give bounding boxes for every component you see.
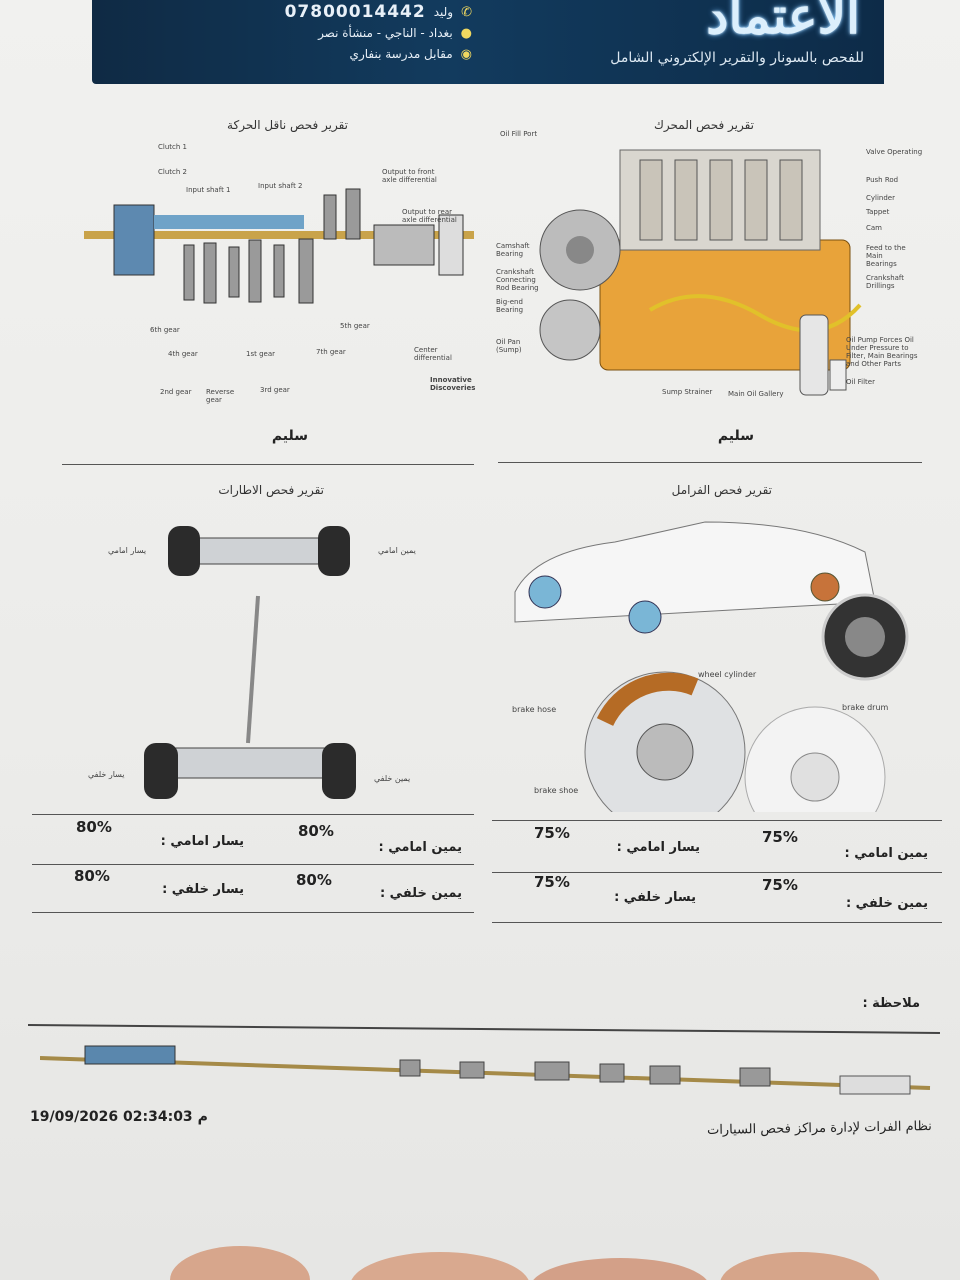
brand-tagline: للفحص بالسونار والتقرير الإلكتروني الشام… xyxy=(610,50,864,66)
engine-label-oil-filter: Oil Filter xyxy=(846,378,875,386)
brake-rear-left-value: 75% xyxy=(534,873,570,891)
engine-status: سليم xyxy=(717,428,754,444)
timestamp-suffix: م xyxy=(197,1109,208,1125)
engine-label-crank-rod: Crankshaft Connecting Rod Bearing xyxy=(496,268,539,292)
landmark-icon: ◉ xyxy=(460,47,472,62)
brake-label-hose: brake hose xyxy=(512,705,557,714)
tires-section-title: تقرير فحص الاطارات xyxy=(218,483,324,497)
trans-label-clutch2: Clutch 2 xyxy=(158,168,187,176)
engine-label-sump-strainer: Sump Strainer xyxy=(662,388,713,396)
engine-label-bigend: Big-end Bearing xyxy=(496,298,524,314)
tires-row1-top-rule xyxy=(32,814,474,815)
brakes-row-divider xyxy=(492,872,942,873)
trans-label-input2: Input shaft 2 xyxy=(258,182,303,190)
brakes-row1-top-rule xyxy=(492,820,942,821)
tire-axle-label-front-right: يمين امامي xyxy=(378,546,416,555)
trans-label-g3: 3rd gear xyxy=(260,386,290,394)
tire-front-right-value: 80% xyxy=(298,822,334,840)
system-name: نظام الفرات لإدارة مراكز فحص السيارات xyxy=(707,1119,933,1138)
chassis-illustration xyxy=(144,526,356,799)
address-line-1: بغداد - الناجي - منشأة نصر xyxy=(318,26,453,40)
transmission-divider xyxy=(62,464,474,465)
brakes-section-title: تقرير فحص الفرامل xyxy=(671,483,772,497)
engine-label-oil-pump: Oil Pump Forces Oil Under Pressure to Fi… xyxy=(846,336,918,368)
phone-row: ✆ وليد 07800014442 xyxy=(142,2,472,23)
contact-name: وليد xyxy=(433,5,454,19)
tire-axle-label-front-left: يسار امامي xyxy=(108,546,147,555)
trans-label-g6: 6th gear xyxy=(150,326,180,334)
tires-row-divider xyxy=(32,864,474,865)
transmission-illustration xyxy=(84,188,474,304)
tire-front-right-label: يمين امامي : xyxy=(378,840,462,855)
transmission-status: سليم xyxy=(271,428,308,444)
brand-logo-text: الاعتماد xyxy=(706,0,860,45)
trans-label-g5: 5th gear xyxy=(340,322,370,330)
engine-label-pushrod: Push Rod xyxy=(866,176,899,184)
trans-label-out-front: Output to front axle differential xyxy=(382,168,437,184)
phone-icon: ✆ xyxy=(461,5,472,20)
trans-label-g1: 1st gear xyxy=(246,350,275,358)
brake-rear-right-value: 75% xyxy=(762,876,798,894)
brake-front-right-value: 75% xyxy=(762,828,798,846)
engine-label-valve: Valve Operating xyxy=(866,148,923,156)
engine-divider xyxy=(498,462,922,463)
phone-number: 07800014442 xyxy=(284,2,426,22)
engine-label-tappet: Tappet xyxy=(866,208,890,216)
engine-label-main-bearings: Feed to the Main Bearings xyxy=(866,244,906,268)
trans-label-reverse: Reverse gear xyxy=(206,388,235,404)
trans-label-out-rear: Output to rear axle differential xyxy=(402,208,457,224)
trans-label-g4: 4th gear xyxy=(168,350,198,358)
engine-section-title: تقرير فحص المحرك xyxy=(654,118,754,132)
tires-bottom-rule xyxy=(32,912,474,913)
brake-front-left-value: 75% xyxy=(534,824,570,842)
brake-label-wheel-cylinder: wheel cylinder xyxy=(698,670,757,679)
brakes-car-illustration xyxy=(514,521,909,812)
engine-label-oil-pan: Oil Pan (Sump) xyxy=(496,338,522,354)
engine-label-camshaft-bearing: Camshaft Bearing xyxy=(496,242,530,258)
tire-rear-left-value: 80% xyxy=(74,867,110,885)
notes-label: ملاحظة : xyxy=(862,996,920,1011)
tire-rear-right-value: 80% xyxy=(296,871,332,889)
engine-label-crank-drillings: Crankshaft Drillings xyxy=(866,274,905,290)
engine-label-main-gallery: Main Oil Gallery xyxy=(728,390,784,398)
brake-front-right-label: يمين امامي : xyxy=(844,846,928,861)
trans-label-clutch1: Clutch 1 xyxy=(158,143,187,151)
engine-label-cam: Cam xyxy=(866,224,882,232)
trans-logo-text: Innovative Discoveries xyxy=(430,376,476,392)
engine-illustration xyxy=(539,149,862,396)
brake-rear-right-label: يمين خلفي : xyxy=(845,896,928,911)
brakes-bottom-rule xyxy=(492,922,942,923)
tire-rear-right-label: يمين خلفي : xyxy=(379,886,462,901)
report-timestamp: 19/09/2026 02:34:03 م xyxy=(30,1109,208,1125)
tire-axle-label-rear-left: يسار خلفي xyxy=(88,770,125,779)
engine-label-oil-fill: Oil Fill Port xyxy=(500,130,538,138)
trans-label-g7: 7th gear xyxy=(316,348,346,356)
driveshaft-illustration xyxy=(40,1045,931,1095)
tire-front-left-label: يسار امامي : xyxy=(160,834,244,849)
header-banner: ✆ وليد 07800014442 ● بغداد - الناجي - من… xyxy=(92,0,884,84)
trans-label-g2: 2nd gear xyxy=(160,388,192,396)
tire-rear-left-label: يسار خلفي : xyxy=(162,882,244,897)
tire-front-left-value: 80% xyxy=(76,818,112,836)
address-row-1: ● بغداد - الناجي - منشأة نصر xyxy=(142,23,472,44)
location-pin-icon: ● xyxy=(460,26,472,41)
tire-axle-label-rear-right: يمين خلفي xyxy=(374,774,411,783)
address-row-2: ◉ مقابل مدرسة بنفاري xyxy=(142,44,472,65)
transmission-section-title: تقرير فحص ناقل الحركة xyxy=(227,118,348,132)
address-line-2: مقابل مدرسة بنفاري xyxy=(349,47,453,61)
brake-rear-left-label: يسار خلفي : xyxy=(614,890,696,905)
brake-front-left-label: يسار امامي : xyxy=(616,840,700,855)
trans-label-input1: Input shaft 1 xyxy=(186,186,231,194)
brake-label-shoe: brake shoe xyxy=(534,786,579,795)
fingers-photo-artifact xyxy=(170,1246,880,1280)
contact-block: ✆ وليد 07800014442 ● بغداد - الناجي - من… xyxy=(142,2,472,65)
timestamp-value: 19/09/2026 02:34:03 xyxy=(30,1109,193,1125)
brake-label-drum: brake drum xyxy=(842,703,889,712)
engine-label-cylinder: Cylinder xyxy=(866,194,895,202)
notes-rule xyxy=(28,1024,940,1034)
trans-label-center-diff: Center differential xyxy=(414,346,452,362)
